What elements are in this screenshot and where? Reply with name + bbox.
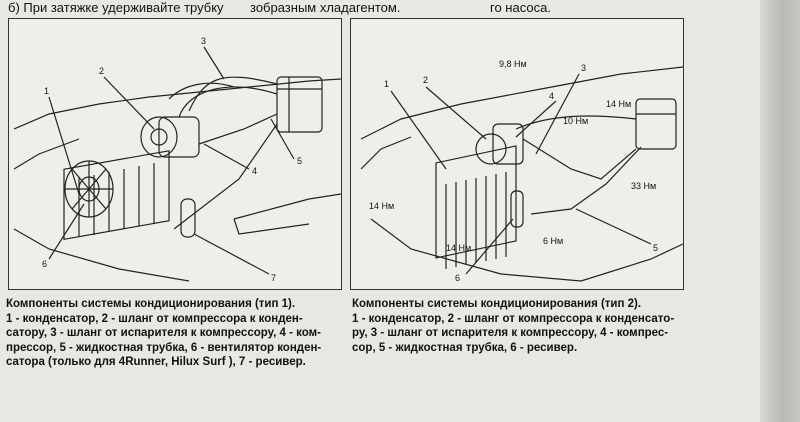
fig2-torque-3: 10 Нм [563, 116, 588, 126]
fig2-label-4: 4 [549, 91, 554, 101]
fig2-torque-4: 33 Нм [631, 181, 656, 191]
fig1-label-1: 1 [44, 86, 49, 96]
fig2-caption-line: 1 - конденсатор, 2 - шланг от компрессор… [352, 312, 675, 325]
fig2-caption-line: Компоненты системы кондиционирования (ти… [352, 298, 642, 310]
fig1-caption-line: Компоненты системы кондиционирования (ти… [6, 298, 296, 310]
fig2-torque-6: 6 Нм [543, 236, 563, 246]
top-text-right: го насоса. [490, 0, 551, 15]
fig2-torque-2: 14 Нм [606, 99, 631, 109]
figure-2-panel: 1 2 3 4 5 6 9,8 Нм 14 Нм 10 Нм 33 Нм 14 … [350, 18, 684, 290]
top-text-mid: зобразным хладагентом. [250, 0, 401, 15]
fig2-torque-1: 9,8 Нм [499, 59, 527, 69]
fig2-label-2: 2 [423, 75, 428, 85]
figure-1-drawing: 1 2 3 4 5 6 7 [13, 36, 341, 283]
fig1-caption-line: 1 - конденсатор, 2 - шланг от компрессор… [6, 312, 303, 325]
top-text-left: б) При затяжке удерживайте трубку [8, 0, 224, 15]
fig1-label-3: 3 [201, 36, 206, 46]
figure-2-caption: Компоненты системы кондиционирования (ти… [352, 297, 712, 355]
fig1-caption-line: прессор, 5 - жидкостная трубка, 6 - вент… [6, 341, 322, 354]
fig1-caption-line: сатору, 3 - шланг от испарителя к компре… [6, 327, 321, 339]
book-spine [760, 0, 800, 422]
fig1-label-7: 7 [271, 273, 276, 283]
fig1-caption-line: сатора (только для 4Runner, Hilux Surf )… [6, 356, 306, 368]
fig2-label-6: 6 [455, 273, 460, 283]
fig1-label-5: 5 [297, 156, 302, 166]
fig1-label-4: 4 [252, 166, 257, 176]
figure-2-drawing: 1 2 3 4 5 6 9,8 Нм 14 Нм 10 Нм 33 Нм 14 … [360, 59, 683, 283]
fig2-torque-5: 14 Нм [369, 201, 394, 211]
fig1-label-2: 2 [99, 66, 104, 76]
fig2-caption-line: ру, 3 - шланг от испарителя к компрессор… [352, 327, 669, 339]
fig2-label-3: 3 [581, 63, 586, 73]
fig2-torque-7: 14 Нм [446, 243, 471, 253]
fig2-label-5: 5 [653, 243, 658, 253]
figure-1-panel: 1 2 3 4 5 6 7 [8, 18, 342, 290]
fig2-caption-line: сор, 5 - жидкостная трубка, 6 - ресивер. [352, 341, 578, 354]
figure-1-caption: Компоненты системы кондиционирования (ти… [6, 297, 346, 370]
fig1-label-6: 6 [42, 259, 47, 269]
fig2-label-1: 1 [384, 79, 389, 89]
